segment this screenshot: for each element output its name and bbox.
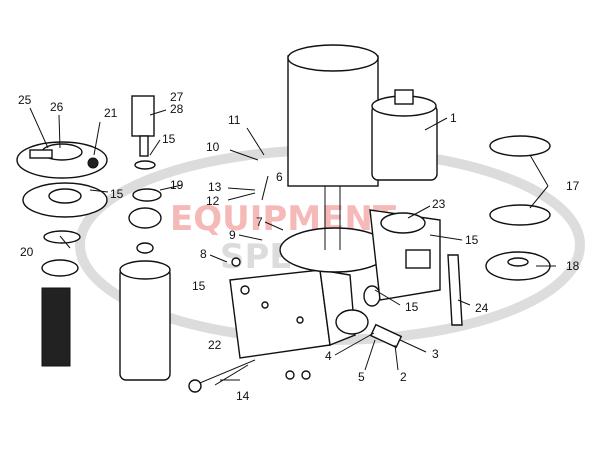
callout-8: 8 (200, 247, 207, 261)
callout-6: 6 (276, 170, 283, 184)
callout-10: 10 (206, 140, 220, 154)
callout-17: 17 (566, 179, 580, 193)
callout-22: 22 (208, 338, 222, 352)
callout-5: 5 (358, 370, 365, 384)
callout-4: 4 (325, 349, 332, 363)
callout-28: 28 (170, 102, 184, 116)
callout-15-manifold: 15 (465, 233, 479, 247)
callout-27: 27 (170, 90, 184, 104)
callout-1: 1 (450, 111, 457, 125)
leader-lines (29, 107, 556, 386)
callout-15-plug: 15 (192, 279, 206, 293)
callout-12: 12 (206, 194, 220, 208)
callout-11: 11 (228, 113, 241, 127)
callout-2: 2 (400, 370, 407, 384)
callout-18: 18 (566, 259, 580, 273)
callout-19: 19 (170, 178, 184, 192)
callout-15-valve: 15 (162, 132, 176, 146)
cap-assembly (16, 141, 108, 367)
callout-26: 26 (50, 100, 64, 114)
manifold (369, 209, 441, 301)
callout-24: 24 (475, 301, 489, 315)
filter-screen (447, 254, 463, 326)
motor (371, 89, 438, 181)
callout-14: 14 (236, 389, 250, 403)
reservoir (119, 260, 171, 381)
callout-15-cap: 15 (110, 187, 124, 201)
callout-23: 23 (432, 197, 446, 211)
callout-13: 13 (208, 180, 222, 194)
callout-7: 7 (256, 215, 263, 229)
callout-9: 9 (229, 228, 236, 242)
seal-rings (485, 135, 551, 281)
fittings (188, 257, 403, 393)
callout-3: 3 (432, 347, 439, 361)
valve-stack (128, 95, 162, 254)
callout-20: 20 (20, 245, 34, 259)
callout-21: 21 (104, 106, 118, 120)
dark-wand (41, 287, 71, 367)
callout-labels: 1 2 3 4 5 6 7 8 9 10 11 12 13 14 15 15 1… (18, 90, 580, 403)
callout-15-base: 15 (405, 300, 419, 314)
tank (287, 44, 379, 250)
callout-25: 25 (18, 93, 32, 107)
pump-base (229, 227, 391, 359)
